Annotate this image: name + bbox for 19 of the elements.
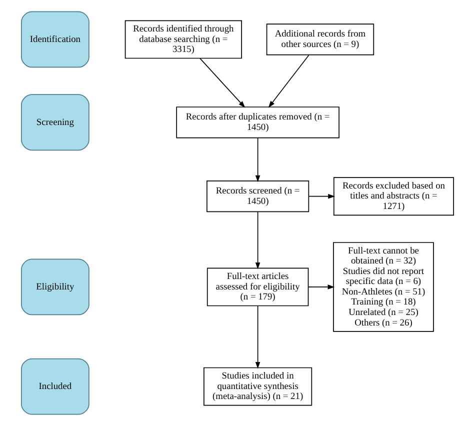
node-box: Full-text cannot be obtained (n = 32) Studies did not report specific data (n = 6) Non-Athletes (n = 51) Training (n = 18) Unrelated (n = 25) Others (n = 26) (332, 242, 434, 332)
node-box: Full-text articles assessed for eligibility (n = 179) (206, 268, 308, 306)
node-box: Screening (20, 94, 89, 151)
node-box: Eligibility (20, 258, 89, 316)
node-box: Identification (20, 11, 89, 68)
arrow (254, 211, 260, 270)
node-box: Included (20, 358, 89, 415)
arrow (308, 194, 334, 199)
arrow (307, 284, 334, 290)
arrow (254, 305, 260, 369)
node-box: Records after duplicates removed (n = 1450) (176, 106, 339, 138)
arrow (254, 137, 260, 182)
node-box: Records excluded based on titles and abstracts (n = 1271) (332, 177, 454, 216)
node-box: Studies included in quantitative synthesis (meta-analysis) (n = 21) (203, 367, 312, 406)
arrow (268, 54, 309, 108)
node-box: Records identified through database searching (n = 3315) (124, 20, 242, 59)
node-box: Records screened (n = 1450) (206, 180, 309, 212)
node-box: Additional records from other sources (n = 9) (266, 24, 374, 56)
arrow (199, 58, 245, 108)
